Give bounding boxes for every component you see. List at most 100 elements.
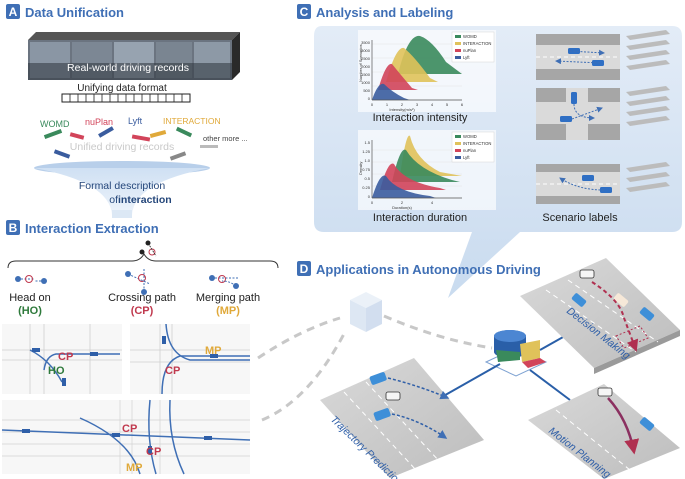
chart1-ytick-1: 3000 — [361, 48, 371, 53]
chart2-ytick-6: 0 — [368, 194, 371, 199]
scenario-tags-1 — [626, 30, 670, 70]
chart1-xtick-2: 2 — [401, 102, 404, 107]
panel-b-title: Interaction Extraction — [25, 221, 159, 236]
panel-d-title: Applications in Autonomous Driving — [316, 262, 541, 277]
extraction-icon — [139, 240, 157, 257]
panel-c-letter: C — [300, 5, 309, 19]
panel-a-letter-box — [6, 4, 20, 19]
panel-a: A Data Unification Real-world driving re… — [6, 4, 248, 218]
dataset-lyft: Lyft — [128, 116, 143, 126]
chart-intensity — [358, 30, 496, 112]
dataset-nuplan: nuPlan — [85, 117, 113, 127]
chart1-ytick-0: 3500 — [361, 40, 371, 45]
chart2-ytick-4: 0.5 — [364, 176, 370, 181]
legend1-lyft: Lyft — [463, 55, 470, 60]
motion-planning-plate — [528, 384, 680, 479]
panel-a-title: Data Unification — [25, 5, 124, 20]
scenario-caption: Scenario labels — [542, 212, 618, 224]
panel-d-letter-box — [297, 261, 311, 276]
driving-records-strip: Real-world driving records — [28, 32, 240, 80]
chart2-xtick-1: 2 — [401, 200, 404, 205]
map2-mp-label: MP — [205, 345, 222, 357]
chart1-ytick-7: 0 — [368, 96, 371, 101]
ghost-block-icon — [350, 292, 382, 332]
scenario-card-crossing — [536, 88, 620, 140]
record-bars — [43, 126, 218, 161]
chart2-ytick-0: 1.5 — [364, 140, 370, 145]
legend1-interaction: INTERACTION — [463, 41, 491, 46]
merging-icon — [209, 275, 239, 289]
chart1-xtick-4: 4 — [431, 102, 434, 107]
legend2-womd: WOMD — [463, 134, 477, 139]
head-on-icon — [15, 275, 47, 284]
type-crossing-name: Crossing path — [108, 292, 176, 304]
legend2-interaction: INTERACTION — [463, 141, 491, 146]
connector-to-hub — [383, 314, 493, 350]
type-crossing-abbr: (CP) — [131, 305, 154, 317]
unified-label: Unified driving records — [70, 141, 174, 153]
chart2-ytick-3: 0.75 — [362, 167, 371, 172]
chart1-xtick-5: 5 — [446, 102, 449, 107]
chart1-ylabel: Number of Scenarios — [358, 44, 363, 82]
chart1-ytick-4: 1500 — [361, 72, 371, 77]
legend1-nuplan: nuPlan — [463, 48, 477, 53]
chart1-xtick-6: 6 — [461, 102, 464, 107]
legend2-lyft: Lyft — [463, 155, 470, 160]
panel-b: B Interaction Extraction — [1, 220, 279, 475]
chart2-ytick-2: 1.0 — [364, 158, 370, 163]
dataset-other: other more ... — [203, 134, 248, 143]
database-hub-icon — [484, 330, 548, 377]
panel-c: C Analysis and Labeling Number of Scenar… — [297, 4, 682, 298]
decision-making-plate — [520, 258, 680, 374]
map3-cp1-label: CP — [122, 423, 137, 435]
panel-c-letter-box — [297, 4, 311, 19]
panel-d: D Applications in Autonomous Driving — [257, 258, 680, 479]
chart1-ytick-6: 500 — [363, 88, 370, 93]
format-label: Unifying data format — [77, 83, 167, 94]
chart1-caption: Interaction intensity — [373, 112, 468, 124]
map2-cp-label: CP — [165, 365, 180, 377]
legend1-womd: WOMD — [463, 34, 477, 39]
map-3 — [1, 399, 251, 475]
panel-b-letter: B — [9, 221, 18, 235]
hub-line-trajectory — [439, 363, 501, 399]
chart1-xlabel: Intensity(m/s²) — [389, 107, 415, 112]
dataset-interaction: INTERACTION — [163, 116, 221, 126]
chart1-legend — [451, 31, 495, 63]
chart-duration — [358, 130, 496, 210]
type-merging-name: Merging path — [196, 292, 260, 304]
map3-mp-label: MP — [126, 462, 143, 474]
brace — [7, 252, 279, 269]
chart1-ytick-5: 1000 — [361, 80, 371, 85]
formal-line2-bold: interaction — [118, 194, 172, 206]
chart2-ytick-5: 0.25 — [362, 185, 371, 190]
chart2-legend — [451, 131, 495, 163]
type-merging-abbr: (MP) — [216, 305, 240, 317]
dataset-womd: WOMD — [40, 119, 70, 129]
scenario-card-merging — [536, 164, 620, 204]
chart1-xtick-1: 1 — [386, 102, 389, 107]
panel-c-title: Analysis and Labeling — [316, 5, 453, 20]
scenario-tags-2 — [626, 86, 670, 126]
type-head-on-abbr: (HO) — [18, 305, 42, 317]
chart2-xtick-0: 0 — [371, 200, 374, 205]
format-ruler — [61, 93, 191, 103]
map3-cp2-label: CP — [146, 446, 161, 458]
chart1-xtick-3: 3 — [416, 102, 419, 107]
chart1-ytick-2: 2500 — [361, 56, 371, 61]
panel-d-letter: D — [300, 262, 309, 276]
formal-line1: Formal description — [79, 180, 166, 192]
trajectory-prediction-plate — [320, 358, 484, 478]
records-label: Real-world driving records — [67, 62, 189, 74]
chart2-ylabel: Density — [358, 162, 363, 175]
map1-ho-label: HO — [48, 365, 65, 377]
funnel — [34, 161, 210, 218]
map-1 — [2, 324, 122, 394]
connector-b-to-d — [257, 316, 341, 360]
chart2-ytick-1: 1.25 — [362, 149, 371, 154]
chart1-xtick-0: 0 — [371, 102, 374, 107]
panel-a-letter: A — [9, 5, 18, 19]
hub-line-motion — [529, 369, 571, 401]
